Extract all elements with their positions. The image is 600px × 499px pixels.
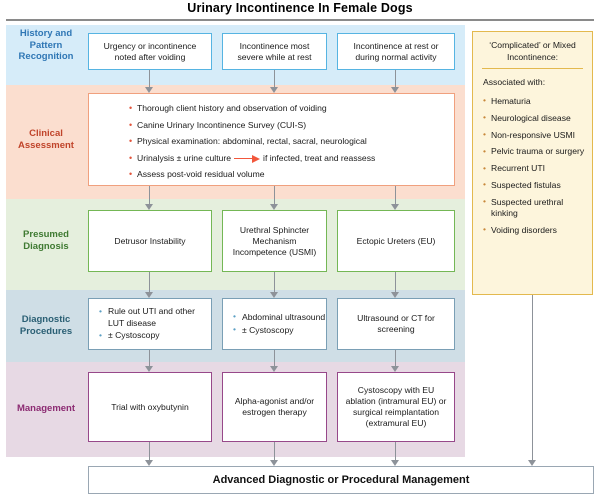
arrow-management-to-bottom-1: [145, 442, 154, 466]
diagnostic-box-1-item-1: Rule out UTI and other LUT disease: [98, 306, 211, 329]
diagnostic-box-2-item-2: ± Cystoscopy: [232, 324, 326, 336]
complicated-item-2: Neurological disease: [483, 112, 588, 124]
diagnostic-box-1-list: Rule out UTI and other LUT disease ± Cys…: [89, 305, 211, 344]
presumed-diagnosis-box-2-label: Urethral Sphincter Mechanism Incompetenc…: [232, 224, 317, 257]
advanced-management-label: Advanced Diagnostic or Procedural Manage…: [212, 474, 470, 486]
complicated-item-6: Suspected fistulas: [483, 179, 588, 191]
band-label-diagnostic: Diagnostic Procedures: [19, 314, 73, 337]
management-box-1-label: Trial with oxybutynin: [111, 401, 189, 412]
history-box-3-label: Incontinence at rest or during normal ac…: [353, 40, 439, 62]
complicated-panel-divider: [482, 68, 583, 70]
diagnostic-box-2-item-1: Abdominal ultrasound: [232, 311, 326, 323]
clinical-item-2: Canine Urinary Incontinence Survey (CUI-…: [89, 117, 454, 134]
diagnostic-box-1[interactable]: Rule out UTI and other LUT disease ± Cys…: [88, 298, 212, 350]
complicated-item-5: Recurrent UTI: [483, 163, 588, 174]
history-box-3[interactable]: Incontinence at rest or during normal ac…: [337, 33, 455, 70]
arrow-presumed-to-diagnostic-2: [270, 272, 279, 298]
diagnostic-box-1-item-2: ± Cystoscopy: [98, 330, 211, 342]
complicated-item-4: Pelvic trauma or surgery: [483, 146, 588, 157]
management-box-3-label: Cystoscopy with EU ablation (intramural …: [345, 385, 447, 428]
right-arrow-icon: [234, 154, 261, 163]
presumed-diagnosis-box-3[interactable]: Ectopic Ureters (EU): [337, 210, 455, 272]
clinical-item-3-label: Physical examination: abdominal, rectal,…: [137, 136, 367, 147]
diagnostic-box-2[interactable]: Abdominal ultrasound ± Cystoscopy: [222, 298, 327, 350]
complicated-item-7: Suspected urethral kinking: [483, 196, 588, 219]
arrow-clinical-to-presumed-2: [270, 186, 279, 210]
arrow-clinical-to-presumed-1: [145, 186, 154, 210]
clinical-item-3: Physical examination: abdominal, rectal,…: [89, 133, 454, 150]
complicated-panel-list: Hematuria Neurological disease Non-respo…: [473, 95, 592, 236]
presumed-diagnosis-box-1[interactable]: Detrusor Instability: [88, 210, 212, 272]
band-label-history: History and Pattern Recognition: [18, 28, 74, 62]
clinical-item-4: Urinalysis ± urine culture if infected, t…: [89, 150, 454, 167]
complicated-item-1: Hematuria: [483, 95, 588, 107]
diagnostic-box-3-label: Ultrasound or CT for screening: [357, 313, 435, 334]
diagnostic-box-3[interactable]: Ultrasound or CT for screening: [337, 298, 455, 350]
clinical-item-4-label: Urinalysis ± urine culture: [137, 152, 232, 163]
complicated-item-3: Non-responsive USMI: [483, 129, 588, 141]
arrow-management-to-bottom-2: [270, 442, 279, 466]
clinical-item-1-label: Thorough client history and observation …: [137, 103, 327, 113]
clinical-item-4-outcome: if infected, treat and reassess: [263, 152, 376, 163]
clinical-item-5-label: Assess post-void residual volume: [137, 169, 265, 180]
band-label-presumed: Presumed Diagnosis: [23, 229, 69, 252]
clinical-item-5: Assess post-void residual volume: [89, 166, 454, 183]
page-title: Urinary Incontinence In Female Dogs: [187, 1, 413, 15]
arrow-complicated-panel-to-bottom: [528, 295, 537, 466]
history-box-2[interactable]: Incontinence most severe while at rest: [222, 33, 327, 70]
history-box-1-label: Urgency or incontinence noted after void…: [103, 40, 197, 62]
title-divider: [6, 19, 594, 21]
presumed-diagnosis-box-2[interactable]: Urethral Sphincter Mechanism Incompetenc…: [222, 210, 327, 272]
clinical-item-1: Thorough client history and observation …: [89, 100, 454, 117]
arrow-history-3-to-clinical: [391, 70, 400, 93]
management-box-1[interactable]: Trial with oxybutynin: [88, 372, 212, 442]
clinical-item-2-label: Canine Urinary Incontinence Survey (CUI-…: [137, 119, 307, 130]
arrow-diagnostic-to-management-1: [145, 350, 154, 372]
clinical-assessment-box[interactable]: Thorough client history and observation …: [88, 93, 455, 186]
clinical-assessment-list: Thorough client history and observation …: [89, 100, 454, 183]
complicated-panel-title: ‘Complicated’ or Mixed Incontinence:: [489, 40, 576, 62]
complicated-incontinence-panel[interactable]: ‘Complicated’ or Mixed Incontinence: Ass…: [472, 31, 593, 295]
arrow-presumed-to-diagnostic-3: [391, 272, 400, 298]
complicated-panel-subtitle: Associated with:: [483, 77, 546, 88]
arrow-history-2-to-clinical: [270, 70, 279, 93]
band-label-clinical: Clinical Assessment: [18, 128, 74, 151]
presumed-diagnosis-box-3-label: Ectopic Ureters (EU): [356, 235, 436, 246]
arrow-management-to-bottom-3: [391, 442, 400, 466]
arrow-presumed-to-diagnostic-1: [145, 272, 154, 298]
diagnostic-box-2-list: Abdominal ultrasound ± Cystoscopy: [223, 310, 326, 337]
complicated-item-8: Voiding disorders: [483, 224, 588, 236]
advanced-management-bar[interactable]: Advanced Diagnostic or Procedural Manage…: [88, 466, 594, 494]
band-label-management: Management: [16, 403, 76, 414]
arrow-clinical-to-presumed-3: [391, 186, 400, 210]
management-box-2-label: Alpha-agonist and/or estrogen therapy: [234, 396, 315, 417]
arrow-diagnostic-to-management-2: [270, 350, 279, 372]
arrow-diagnostic-to-management-3: [391, 350, 400, 372]
arrow-history-1-to-clinical: [145, 70, 154, 93]
management-box-2[interactable]: Alpha-agonist and/or estrogen therapy: [222, 372, 327, 442]
history-box-2-label: Incontinence most severe while at rest: [237, 40, 312, 62]
management-box-3[interactable]: Cystoscopy with EU ablation (intramural …: [337, 372, 455, 442]
presumed-diagnosis-box-1-label: Detrusor Instability: [114, 235, 186, 246]
history-box-1[interactable]: Urgency or incontinence noted after void…: [88, 33, 212, 70]
